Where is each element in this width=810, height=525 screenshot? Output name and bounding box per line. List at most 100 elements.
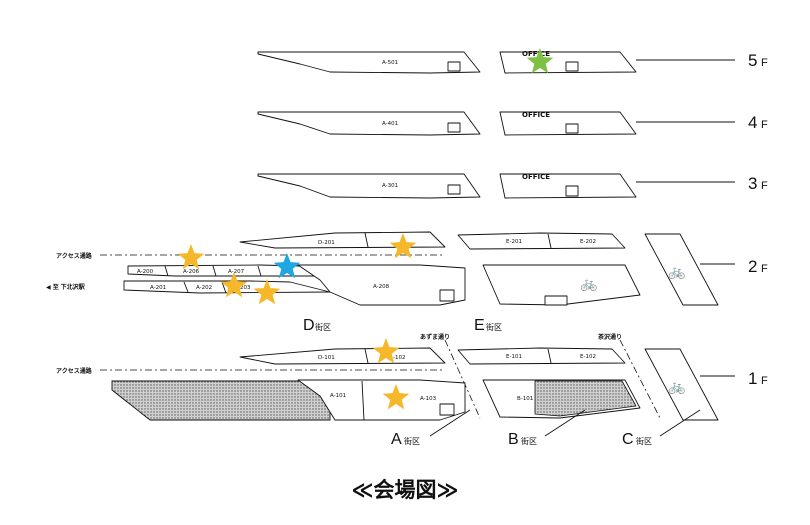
row-lower-div2 [221,281,227,294]
unit-e2-divider [547,233,552,249]
parking-c-1f-shape [644,348,719,421]
office-4f-notch [565,123,579,134]
district-c-suffix: 街区 [636,436,652,446]
access-path-1f-label: アクセス通路 [56,367,93,375]
unit-b-2f-notch [544,295,568,306]
unit-b1-hatched [534,380,637,417]
station-direction-label: ◀ 至 下北沢駅 [46,283,86,291]
unit-e2-shape [457,232,626,250]
star-marker-icon [177,244,205,270]
district-labels-mid: D 街区 E 街区 あずま通り 茶沢通り [303,317,661,419]
district-b-leader [544,409,586,437]
unit-e201-label: E-201 [506,239,522,245]
district-a-suffix: 街区 [404,436,420,446]
unit-a1-shape [297,379,466,421]
floor-3f-suffix: F [761,180,768,192]
district-labels-bottom: A 街区 B 街区 C 街区 [391,409,701,448]
unit-a208-notch [439,289,455,302]
unit-a208-shape [297,264,466,306]
floor-3f-number: 3 [748,174,757,193]
row-upper-div1 [164,265,169,277]
floor-5f-suffix: F [761,57,768,69]
unit-d201-shape [239,231,446,249]
bicycle-icon: 🚲 [580,276,597,292]
unit-e1-shape [457,347,626,365]
access-path-2f-label: アクセス通路 [56,252,93,260]
unit-d1-divider [364,348,369,364]
unit-a301-notch [447,184,461,195]
floor-4f-suffix: F [761,119,768,131]
bicycle-icon: 🚲 [668,379,685,395]
floor-4f: A-401 OFFICE 4 F [257,111,768,136]
district-b-letter: B [508,431,519,448]
floor-2f-number: 2 [748,257,757,276]
floor-2f: アクセス通路 ◀ 至 下北沢駅 D-201 A-200 A-206 A-207 … [46,231,768,306]
district-b-suffix: 街区 [521,436,537,446]
office-4f-label: OFFICE [522,111,550,119]
unit-a103-label: A-103 [420,396,437,402]
office-3f-notch [565,185,579,197]
unit-d101-label: D-101 [318,355,335,361]
unit-e1-divider [547,348,552,364]
star-markers [177,48,554,410]
unit-a301-shape [257,173,481,199]
hatched-area [111,380,331,421]
unit-a1-divider [361,380,365,421]
row-upper-div2 [212,265,217,277]
district-d-letter: D [303,317,315,334]
floor-2f-suffix: F [761,263,768,275]
star-marker-icon [253,279,281,305]
district-c-letter: C [622,431,634,448]
unit-a1-notch [439,403,455,416]
star-marker-icon [372,338,400,364]
district-a-letter: A [391,431,402,448]
district-a-leader [429,409,471,437]
star-marker-icon [389,233,417,259]
unit-a401-label: A-401 [382,121,398,127]
office-4f-shape [499,111,637,136]
unit-e102-label: E-102 [580,354,596,360]
floor-4f-number: 4 [748,113,757,132]
bicycle-icon: 🚲 [668,264,685,280]
office-5f-label: OFFICE [522,50,550,58]
parking-c-2f-shape [644,233,719,306]
floor-3f: A-301 OFFICE 3 F [257,173,768,199]
unit-b101-label: B-101 [517,396,533,402]
street-chazawa-label: 茶沢通り [597,333,622,341]
map-caption: ≪会場図≫ [351,478,459,502]
unit-a401-shape [257,111,481,136]
unit-a207-label: A-207 [228,269,245,275]
floor-1f-number: 1 [748,369,757,388]
unit-a202-label: A-202 [196,285,212,291]
unit-a301-label: A-301 [382,183,398,189]
unit-b-2f-shape [482,264,641,306]
district-d-suffix: 街区 [315,322,331,332]
unit-a201-label: A-201 [150,285,166,291]
unit-d201-label: D-201 [318,240,335,246]
unit-a501-label: A-501 [382,60,398,66]
unit-a200-label: A-200 [137,269,154,275]
unit-a501-shape [257,51,481,74]
unit-a101-label: A-101 [330,393,346,399]
row-lower-div1 [183,281,189,293]
star-marker-icon [382,384,410,410]
unit-a203-label: 203 [240,285,251,291]
unit-a208-label: A-208 [373,284,390,290]
floor-5f: A-501 OFFICE 5 F [257,50,768,74]
district-e-letter: E [474,317,485,334]
unit-d201-divider [364,232,369,248]
street-azuma-line [444,339,481,419]
unit-e101-label: E-101 [506,354,522,360]
unit-a401-notch [447,122,461,133]
unit-a501-notch [447,61,461,72]
floor-5f-number: 5 [748,51,757,70]
star-marker-icon [220,272,248,298]
unit-e202-label: E-202 [580,239,596,245]
floor-1f-suffix: F [761,375,768,387]
star-marker-icon [526,48,554,74]
star-marker-icon [273,253,301,279]
district-e-suffix: 街区 [486,322,502,332]
unit-d1-shape [239,347,446,365]
street-azuma-label: あずま通り [420,333,450,341]
